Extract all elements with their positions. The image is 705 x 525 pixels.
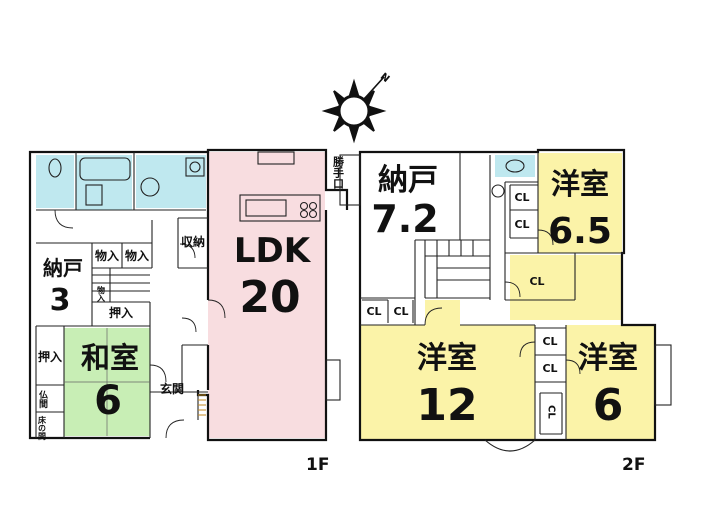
closet-area-2f (510, 255, 622, 320)
wet-area-2f (495, 155, 535, 177)
cl-label-5: CL (393, 305, 408, 318)
cl-label-7: CL (542, 362, 557, 375)
nando-1f-name: 納戸 (43, 256, 83, 280)
yoshitsu-b-area (360, 300, 535, 440)
floor-2-label: 2F (622, 455, 645, 475)
yoshitsu-c-name: 洋室 (578, 341, 638, 376)
oshiire-2-label: 押入 (38, 349, 62, 364)
cl-label-1: CL (514, 191, 529, 204)
sun-compass-icon: N (321, 71, 391, 144)
butsuma-label: 仏間 (37, 390, 49, 409)
washitsu-room-size: 6 (94, 378, 122, 424)
toilet-area-1f (36, 155, 74, 208)
monoire-3-label: 物入 (97, 285, 106, 303)
monoire-1-label: 物入 (95, 248, 119, 263)
ldk-room-size: 20 (239, 272, 300, 323)
yoshitsu-b-name: 洋室 (417, 341, 477, 376)
yoshitsu-c-size: 6 (593, 380, 624, 431)
yoshitsu-a-size: 6.5 (548, 211, 612, 252)
yoshitsu-c-area (566, 325, 655, 440)
cl-label-3: CL (529, 275, 544, 288)
katteguchi-label: 勝手口 (332, 155, 345, 190)
shuno-label: 収納 (181, 234, 205, 249)
nando-1f-size: 3 (50, 283, 71, 318)
nando-2f-name: 納戸 (378, 163, 438, 198)
bath-area-1f (76, 155, 132, 210)
floor-1-label: 1F (306, 455, 329, 475)
cl-label-8: CL (546, 405, 557, 419)
yoshitsu-a-name: 洋室 (551, 167, 609, 201)
wash-area-1f (136, 155, 206, 208)
cl-label-2: CL (514, 218, 529, 231)
oshiire-1-label: 押入 (109, 305, 133, 320)
nando-2f-size: 7.2 (371, 197, 438, 241)
floor-1-plan: LDK 20 和室 6 納戸 3 玄関 収納 物入 物入 押入 押入 物入 勝手… (28, 148, 349, 475)
cl-label-4: CL (366, 305, 381, 318)
cl-label-6: CL (542, 335, 557, 348)
genkan-label: 玄関 (160, 381, 184, 396)
floor-2-plan: 納戸 7.2 洋室 6.5 洋室 12 洋室 6 CL CL CL CL CL … (339, 148, 672, 475)
washitsu-room-name: 和室 (81, 341, 139, 375)
yoshitsu-a-area (538, 153, 622, 253)
monoire-2-label: 物入 (125, 248, 149, 263)
north-mark: N (378, 71, 391, 85)
tokonoma-label: 床の間 (37, 415, 47, 441)
ldk-room-name: LDK (234, 231, 312, 271)
yoshitsu-b-size: 12 (416, 380, 477, 431)
